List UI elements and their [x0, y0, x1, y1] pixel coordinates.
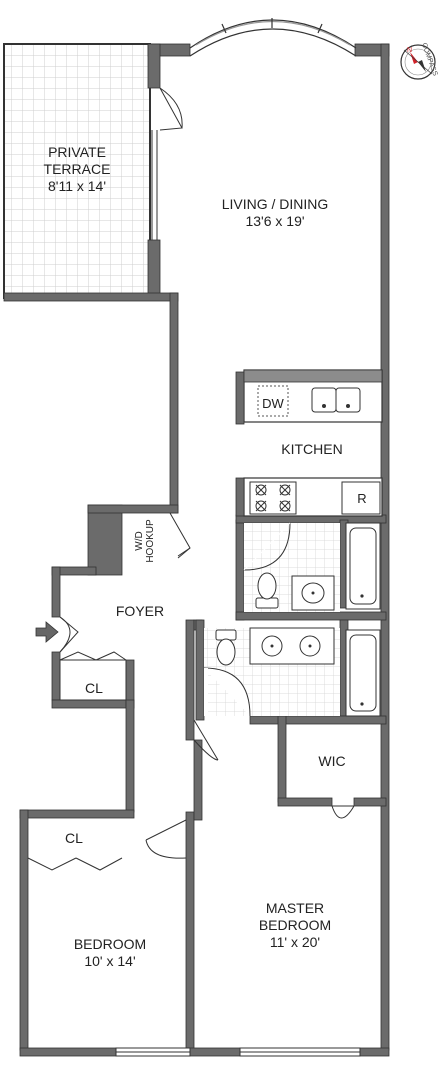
- bedroom-name: BEDROOM: [73, 936, 147, 952]
- master-bathroom: [203, 627, 381, 717]
- master-label: MASTER BEDROOM 11' x 20': [220, 900, 370, 951]
- terrace-name-line1: PRIVATE: [48, 144, 106, 160]
- kitchen-upper-counter: [235, 369, 383, 425]
- wic-label: WIC: [318, 753, 346, 769]
- compass-icon: [400, 44, 436, 80]
- bedroom-size: 10' x 14': [84, 953, 136, 969]
- wd-line1: W/D: [134, 531, 145, 551]
- kitchen-label: KITCHEN: [281, 441, 343, 457]
- walls: [3, 43, 390, 1057]
- foyer-label: FOYER: [115, 603, 165, 619]
- living-size: 13'6 x 19': [245, 213, 305, 229]
- bedroom-label: BEDROOM 10' x 14': [40, 936, 180, 970]
- terrace-name-line2: TERRACE: [43, 161, 111, 177]
- terrace-door: [151, 87, 183, 240]
- bay-window: [189, 18, 357, 57]
- wd-hookup-label: W/D HOOKUP: [134, 509, 160, 573]
- dishwasher-label: DW: [262, 396, 284, 411]
- living-name: LIVING / DINING: [221, 196, 329, 212]
- windows: [115, 1047, 361, 1057]
- closet-bedroom-label: CL: [65, 830, 83, 846]
- entry-arrow-icon: [35, 621, 59, 643]
- hall-bathroom: [243, 522, 381, 612]
- master-size: 11' x 20': [269, 934, 321, 950]
- compass-north: N: [407, 47, 413, 54]
- terrace-size: 8'11 x 14': [47, 178, 107, 194]
- master-name-line1: MASTER: [265, 900, 325, 916]
- closet-foyer-label: CL: [85, 680, 103, 696]
- refrigerator-label: R: [357, 491, 367, 506]
- kitchen-lower-counter: [235, 477, 383, 517]
- living-label: LIVING / DINING 13'6 x 19': [190, 196, 360, 230]
- terrace-label: PRIVATE TERRACE 8'11 x 14': [14, 144, 140, 195]
- private-terrace: [3, 43, 151, 299]
- master-name-line2: BEDROOM: [258, 917, 332, 933]
- wd-line2: HOOKUP: [145, 519, 156, 563]
- doors: [27, 512, 355, 871]
